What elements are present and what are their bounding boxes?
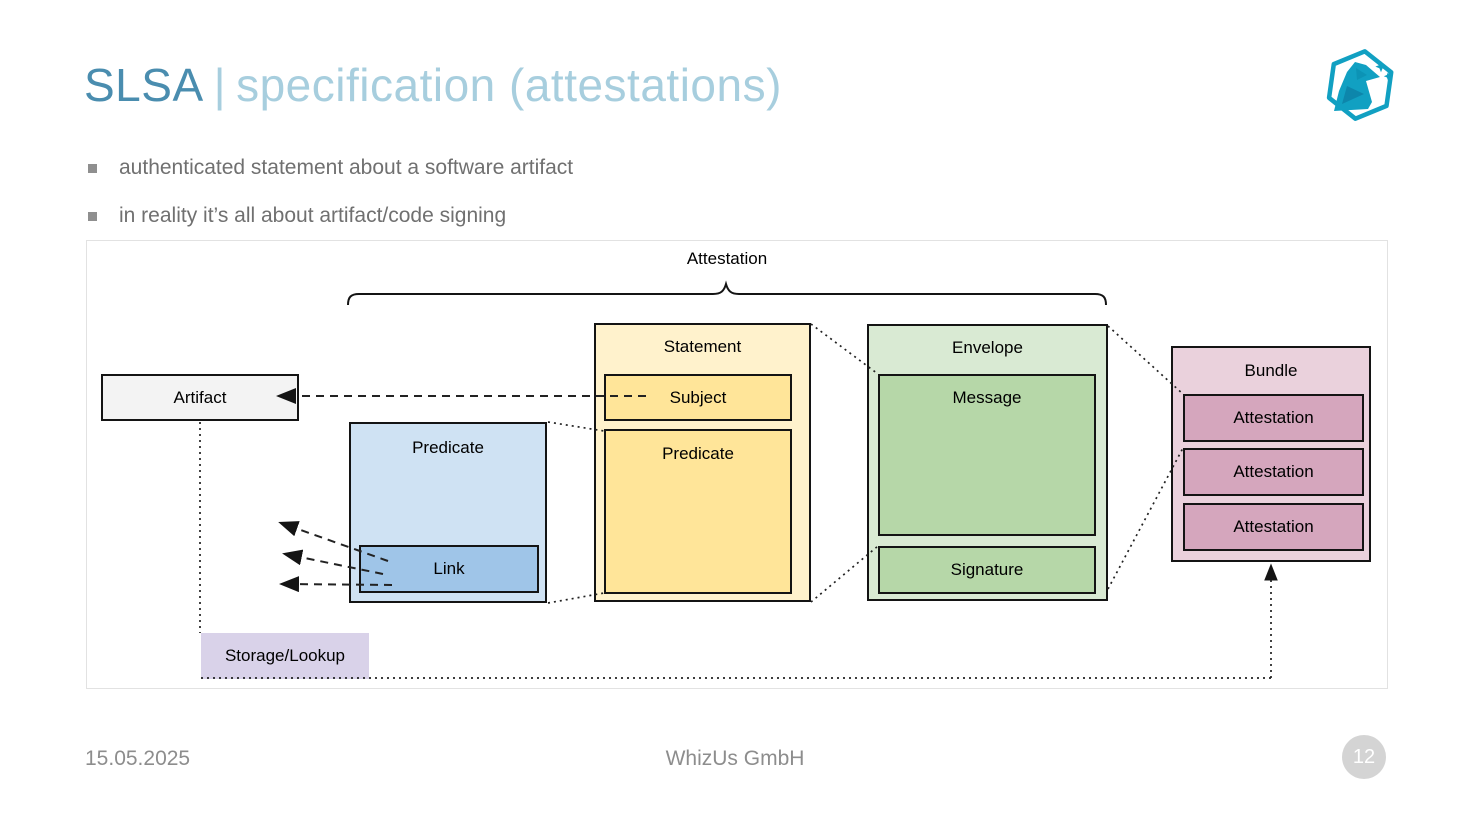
attestation-label: Attestation (1233, 408, 1314, 427)
predicate-label: Predicate (412, 438, 484, 457)
bullet-item: in reality it’s all about artifact/code … (88, 200, 573, 232)
subject-box: Subject (604, 374, 792, 421)
title-primary: SLSA (84, 59, 204, 111)
logo-sparkle-icon (1375, 61, 1387, 73)
bullet-item: authenticated statement about a software… (88, 152, 573, 184)
attestation-label: Attestation (1233, 517, 1314, 536)
link-label: Link (433, 559, 465, 578)
storage-lookup-box: Storage/Lookup (201, 633, 369, 679)
bullet-square-icon (88, 211, 97, 221)
page-title: SLSA|specification (attestations) (84, 58, 782, 112)
title-separator: | (213, 59, 227, 111)
bullet-square-icon (88, 163, 97, 173)
message-box: Message (878, 374, 1096, 536)
bundle-attestation-3: Attestation (1183, 503, 1364, 551)
attestation-brace (347, 280, 1107, 306)
diagram-canvas: Attestation Artifact Predicate Link Stat… (86, 240, 1388, 689)
signature-box: Signature (878, 546, 1096, 594)
statement-predicate-box: Predicate (604, 429, 792, 594)
logo-bird-facet (1356, 68, 1367, 80)
whizus-logo (1326, 49, 1394, 121)
message-label: Message (952, 388, 1022, 407)
logo-hexagon-icon (1326, 49, 1394, 121)
title-secondary: specification (attestations) (236, 59, 782, 111)
link-box: Link (359, 545, 539, 593)
attestation-label: Attestation (1233, 462, 1314, 481)
bundle-label: Bundle (1244, 361, 1298, 380)
artifact-label: Artifact (173, 387, 227, 407)
logo-sparkle-icon (1383, 72, 1393, 81)
footer-date: 15.05.2025 (85, 747, 191, 770)
subject-label: Subject (669, 387, 727, 407)
statement-label: Statement (663, 337, 742, 356)
bundle-attestation-2: Attestation (1183, 448, 1364, 496)
artifact-box: Artifact (101, 374, 299, 421)
bullet-text: in reality it’s all about artifact/code … (119, 204, 507, 227)
signature-label: Signature (950, 560, 1024, 579)
page-number-badge: 12 (1342, 735, 1386, 779)
logo-bird-facet (1342, 86, 1364, 104)
envelope-label: Envelope (952, 338, 1023, 357)
bundle-attestation-1: Attestation (1183, 394, 1364, 442)
bullet-list: authenticated statement about a software… (88, 152, 573, 248)
storage-lookup-label: Storage/Lookup (224, 646, 346, 665)
footer-company: WhizUs GmbH (665, 747, 805, 770)
statement-predicate-label: Predicate (662, 444, 734, 463)
bullet-text: authenticated statement about a software… (119, 156, 574, 179)
attestation-brace-label: Attestation (686, 249, 768, 268)
